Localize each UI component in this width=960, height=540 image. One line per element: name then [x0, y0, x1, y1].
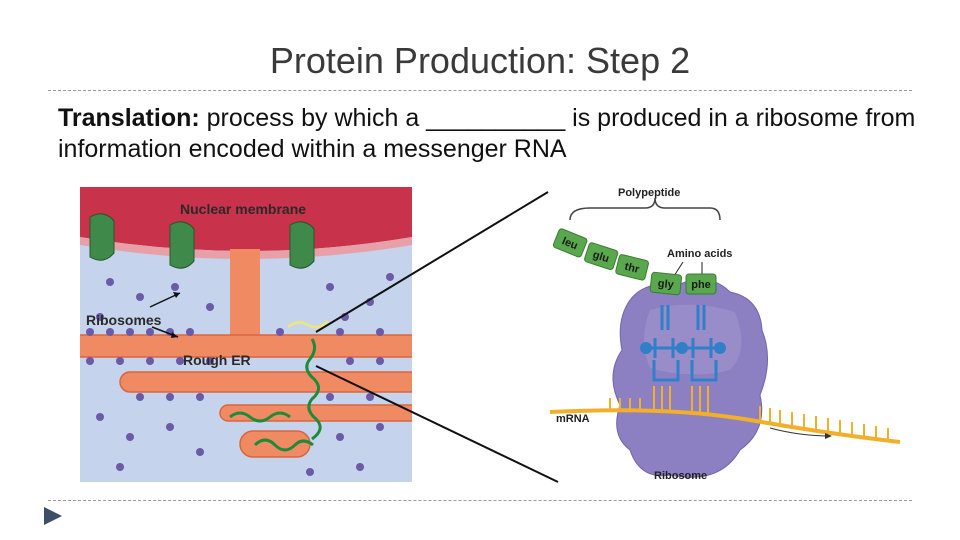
amino-acid-label: glu	[591, 249, 610, 266]
mrna-label: mRNA	[556, 413, 590, 425]
definition-text: Translation: process by which a ________…	[58, 103, 918, 165]
slide-title: Protein Production: Step 2	[269, 40, 691, 81]
ribosome-label: Ribosome	[654, 470, 707, 482]
definition-body: process by which a __________ is produce…	[58, 104, 916, 163]
polypeptide-label: Polypeptide	[618, 187, 680, 199]
next-slide-arrow-icon[interactable]	[44, 507, 62, 525]
amino-acid-glu: glu	[584, 242, 619, 271]
amino-acid-label: leu	[560, 235, 579, 252]
amino-acid-leu: leu	[552, 228, 588, 258]
rough-er-label: Rough ER	[183, 352, 251, 368]
nuclear-membrane-label: Nuclear membrane	[180, 201, 306, 217]
amino-acids-label: Amino acids	[667, 248, 732, 260]
amino-acid-phe: phe	[685, 273, 717, 295]
top-divider	[48, 90, 912, 91]
ribosomes-label: Ribosomes	[86, 312, 162, 328]
amino-acid-label: gly	[657, 278, 675, 292]
rough-er-illustration: Nuclear membrane Ribosomes Rough ER	[80, 187, 412, 482]
amino-acid-label: phe	[691, 279, 711, 291]
amino-acid-thr: thr	[615, 254, 649, 281]
amino-acid-gly: gly	[649, 271, 683, 296]
definition-term: Translation:	[58, 104, 200, 132]
bottom-divider	[48, 500, 912, 501]
amino-acid-label: thr	[623, 261, 641, 276]
